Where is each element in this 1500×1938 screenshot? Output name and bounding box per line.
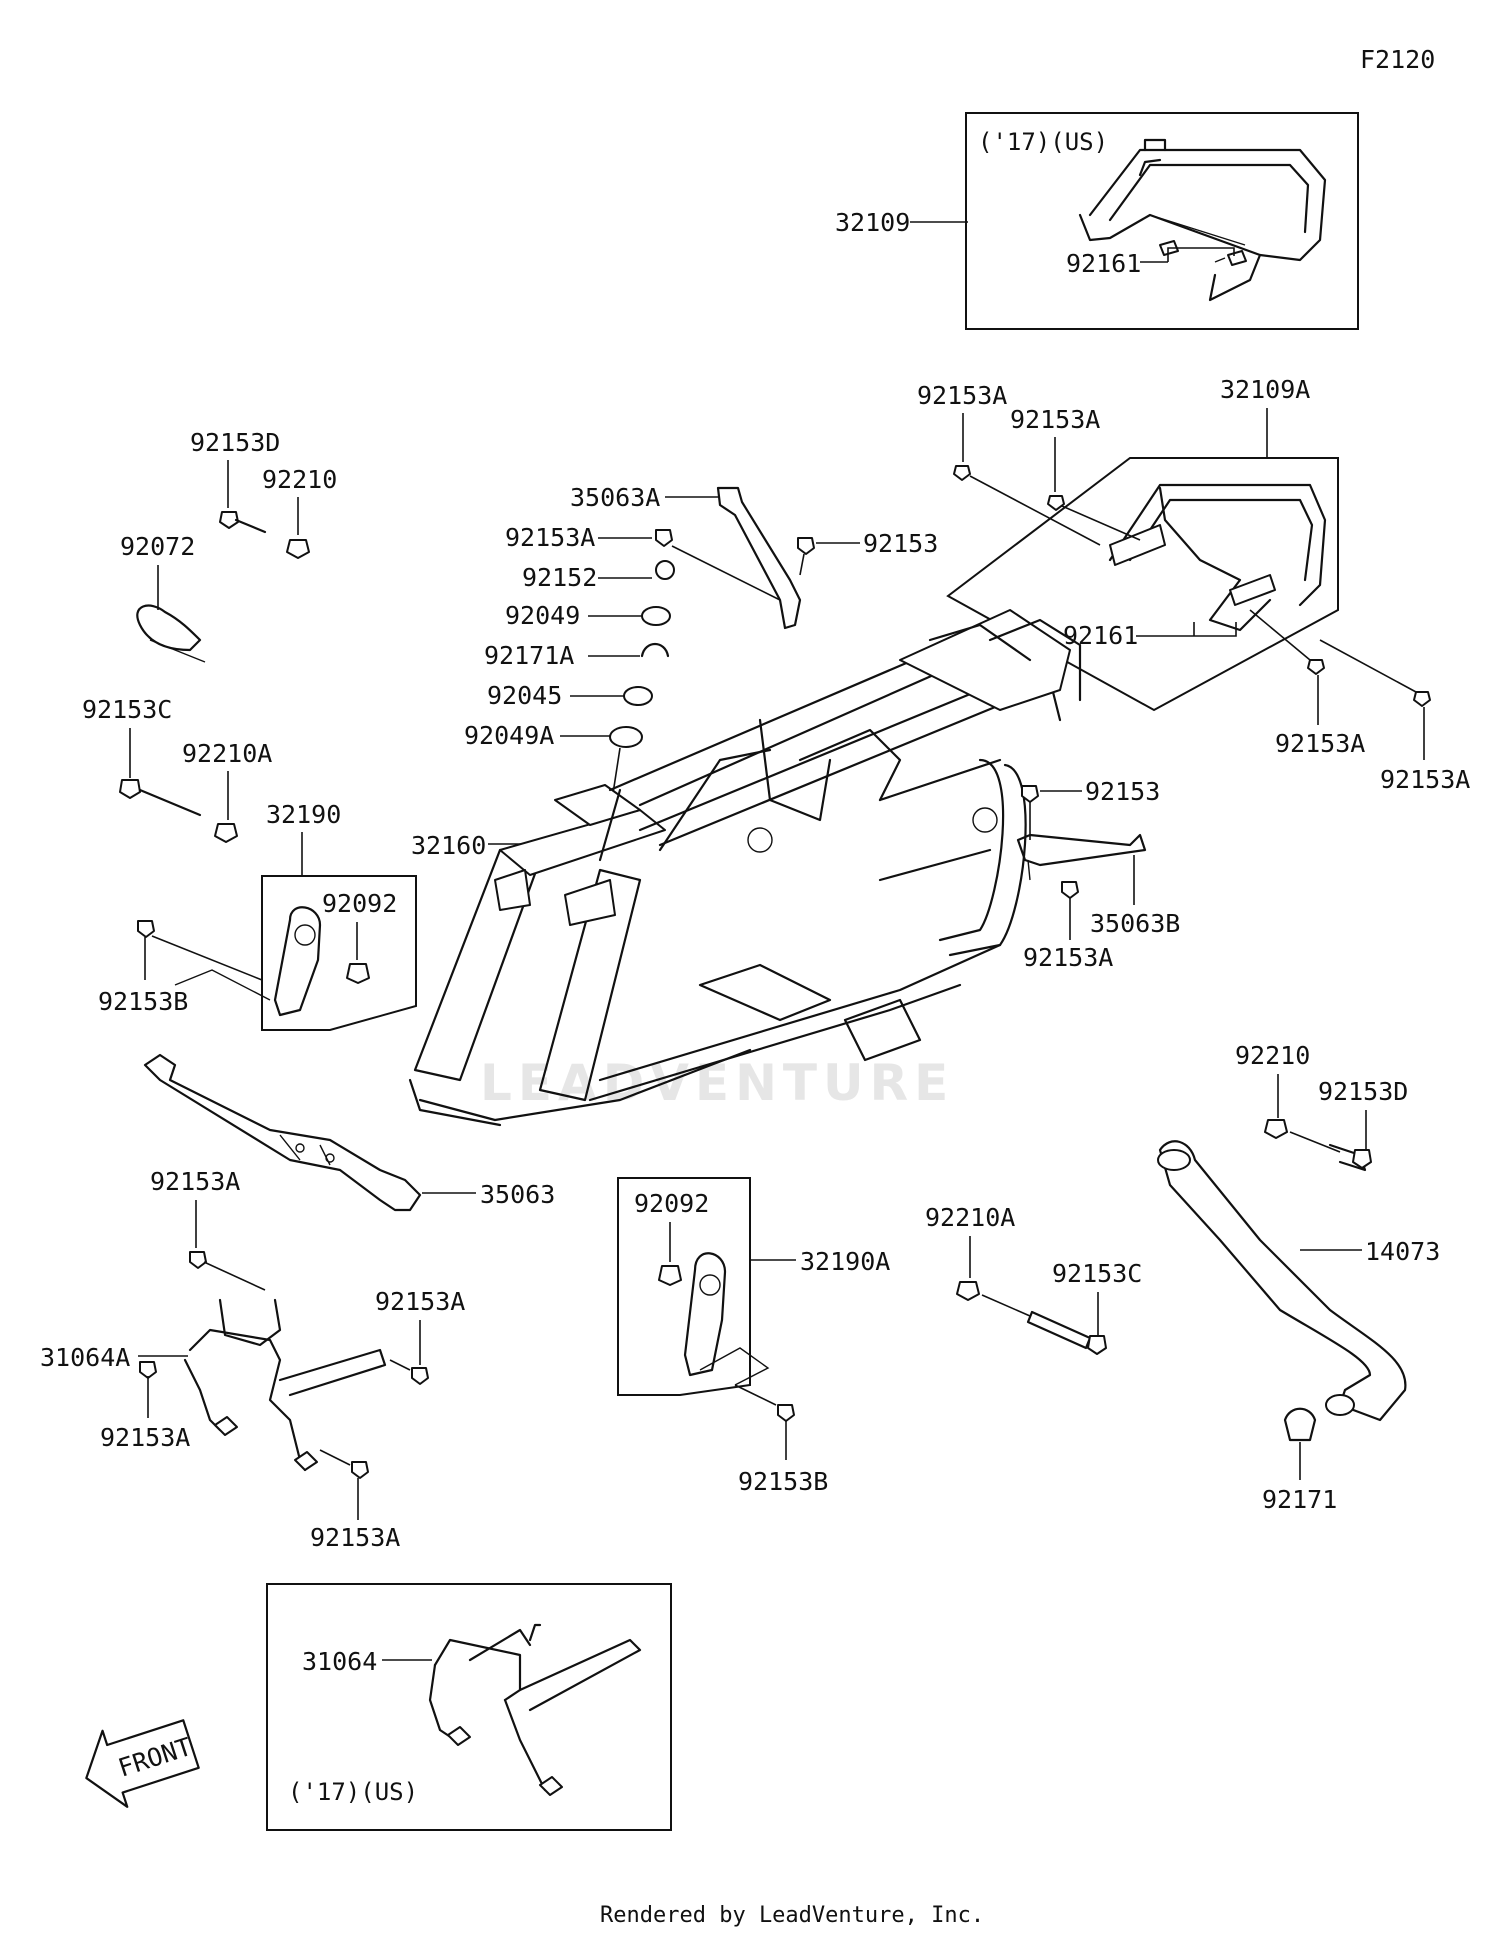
label-92049A: 92049A [464,721,554,750]
grommet-icon [641,606,671,626]
bolt-icon [137,920,155,938]
label-31064A: 31064A [40,1343,130,1372]
inset-rear-guard-us: ('17)(US) 32109 92161 [835,112,1359,330]
label-14073: 14073 [1365,1237,1440,1266]
footer-credit: Rendered by LeadVenture, Inc. [600,1903,984,1928]
bushing-icon [346,963,370,984]
label-92153C-bottom: 92153C [1052,1259,1142,1288]
label-92072: 92072 [120,532,195,561]
grommet-icon [609,726,643,748]
label-92153A-bl-2: 92153A [375,1287,465,1316]
pipe-14073-assembly: 92210 92153D 14073 92171 92210A 92153C [925,1041,1440,1514]
clamp-icon [640,642,670,658]
center-mount-parts: 35063A 92153A 92153 92152 92049 92171A 9… [464,483,938,801]
inset-box-bottom [266,1583,672,1831]
label-92153-center: 92153 [863,529,938,558]
label-92153A-right-1: 92153A [1275,729,1365,758]
bolt-head-icon [1352,1149,1372,1169]
label-92092-left: 92092 [322,889,397,918]
spacer-icon [623,686,653,706]
label-92045: 92045 [487,681,562,710]
label-32160: 32160 [411,831,486,860]
label-92153C-left: 92153C [82,695,172,724]
strut-35063B: 92153 35063B 92153A [1016,777,1180,972]
bolt-icon [1413,691,1431,707]
label-92153A-bl-4: 92153A [310,1523,400,1552]
label-32190: 32190 [266,800,341,829]
label-92210-left: 92210 [262,465,337,494]
clamp-icon [1283,1407,1317,1442]
front-arrow: FRONT [85,1719,200,1808]
bolt-icon [655,529,673,547]
label-92153B-left: 92153B [98,987,188,1016]
label-92153-right: 92153 [1085,777,1160,806]
bolt-icon [1307,659,1325,675]
label-32190A: 32190A [800,1247,890,1276]
front-arrow-icon [85,1719,200,1808]
label-92153D-bottom-right: 92153D [1318,1077,1408,1106]
bolt-icon [411,1367,429,1385]
bolt-icon [1061,881,1079,899]
label-92153A-mid: 92153A [1023,943,1113,972]
label-92171: 92171 [1262,1485,1337,1514]
label-32109A: 32109A [1220,375,1310,404]
label-92153A-top-2: 92153A [1010,405,1100,434]
bolt-icon [953,465,971,481]
label-35063B: 35063B [1090,909,1180,938]
label-92210A-left: 92210A [182,739,272,768]
bracket-32190: 32190 92092 92153B [98,800,417,1031]
bolt-head-icon [119,779,141,799]
bolt-icon [797,537,815,555]
bolt-icon [189,1251,207,1269]
label-92092-bottom: 92092 [634,1189,709,1218]
label-92153A-center: 92153A [505,523,595,552]
nut-icon [956,1281,980,1301]
label-92171A: 92171A [484,641,574,670]
label-35063A: 35063A [570,483,660,512]
inset-guard-31064-us: 31064 ('17)(US) [266,1583,672,1831]
bolt-icon [139,1361,157,1379]
bushing-icon [658,1265,682,1286]
nut-icon [286,539,310,559]
label-92161-right: 92161 [1063,621,1138,650]
inset-box-top [965,112,1359,330]
bracket-32190A: 92092 32190A 92153B [617,1177,890,1496]
label-92161-inset: 92161 [1066,249,1141,278]
bolt-icon [1021,785,1039,803]
main-frame-32160: 32160 [408,609,1082,1127]
guard-31064A: 92153A 31064A 92153A 92153A 92153A [40,1167,465,1552]
inset-bottom-note: ('17)(US) [288,1778,418,1806]
bolt-icon [1047,495,1065,511]
bolt-icon [777,1404,795,1422]
bolt-head-icon [1087,1335,1107,1355]
label-92210-bottom-right: 92210 [1235,1041,1310,1070]
strut-35063: 35063 [143,1053,555,1212]
label-92049: 92049 [505,601,580,630]
bolt-icon [351,1461,369,1479]
label-35063: 35063 [480,1180,555,1209]
label-92153A-bl-3: 92153A [100,1423,190,1452]
label-92153A-top-1: 92153A [917,381,1007,410]
label-92153A-bl-1: 92153A [150,1167,240,1196]
inset-top-note: ('17)(US) [978,128,1108,156]
figure-code: F2120 [1360,45,1435,74]
collar-icon [655,560,675,580]
label-32109: 32109 [835,208,910,237]
label-31064: 31064 [302,1647,377,1676]
label-92153D-left: 92153D [190,428,280,457]
label-92210A-bottom: 92210A [925,1203,1015,1232]
rear-guard-drawing [1078,138,1327,302]
nut-icon [214,823,238,843]
bolt-head-icon [219,511,239,529]
label-92153A-right-2: 92153A [1380,765,1470,794]
label-92152: 92152 [522,563,597,592]
nut-icon [1264,1119,1288,1139]
label-92153B-bottom: 92153B [738,1467,828,1496]
upper-left-fasteners: 92153D 92210 92072 92153C 92210A [82,428,337,843]
rear-guard-assembly-32109A: 32109A 92153A 92153A 92161 92153A 92153A [917,375,1470,794]
